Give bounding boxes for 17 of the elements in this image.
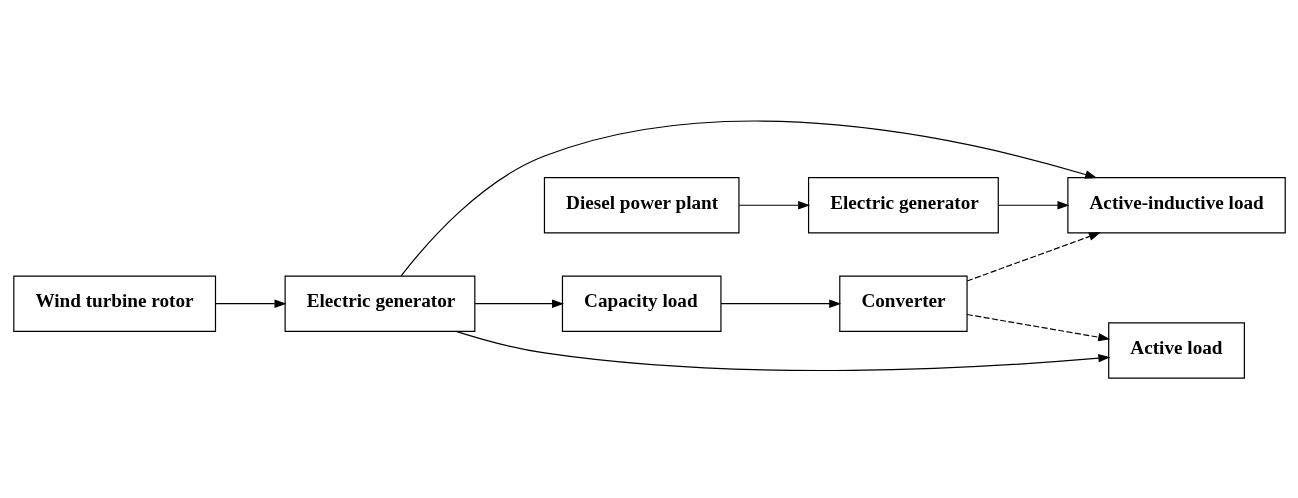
arrow (214, 299, 286, 308)
node-box: Capacity load (561, 274, 722, 332)
arrow (400, 120, 1097, 276)
arrow (965, 231, 1101, 282)
node-box: Electric generator (284, 274, 475, 332)
node-box: Converter (838, 274, 968, 332)
arrow (455, 330, 1110, 371)
node-box: Wind turbine rotor (12, 274, 216, 332)
node-box: Diesel power plant (543, 176, 740, 233)
arrow (474, 299, 564, 308)
node-box: Electric generator (807, 176, 999, 233)
node-box: Active load (1107, 321, 1245, 379)
arrow (719, 299, 841, 308)
arrow (738, 200, 810, 209)
node-box: Active-inductive load (1066, 176, 1286, 233)
arrow (997, 200, 1069, 209)
arrow (965, 313, 1110, 341)
